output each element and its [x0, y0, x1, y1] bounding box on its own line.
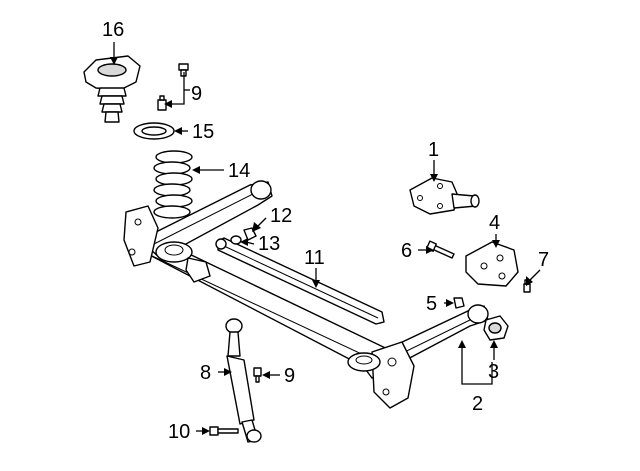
spring-insulator: [133, 122, 175, 140]
callout-1: 1: [428, 139, 439, 161]
flange-nut: [453, 297, 465, 309]
callout-2: 2: [472, 393, 483, 415]
bushing: [483, 315, 509, 341]
coil-spring: [153, 150, 193, 219]
callout-5: 5: [426, 293, 437, 315]
callout-12: 12: [270, 205, 292, 227]
callout-4: 4: [489, 212, 500, 234]
callout-9-upper: 9: [191, 83, 202, 105]
callout-15: 15: [192, 121, 214, 143]
jounce-bumper: [83, 55, 141, 123]
callout-7: 7: [538, 249, 549, 271]
callout-6: 6: [401, 240, 412, 262]
spindle: [409, 177, 480, 215]
callout-11: 11: [304, 247, 325, 269]
hardware-washer-13: [230, 235, 242, 245]
callout-9-lower: 9: [284, 365, 295, 387]
lower-bolt: [253, 367, 262, 383]
leader-lines: [110, 42, 541, 435]
callout-10: 10: [168, 421, 190, 443]
callout-8: 8: [200, 362, 211, 384]
callout-14: 14: [228, 160, 250, 182]
track-bar: [215, 237, 385, 325]
upper-nut: [157, 95, 167, 111]
callout-16: 16: [102, 19, 124, 41]
callout-13: 13: [258, 233, 280, 255]
shock-absorber: [225, 318, 262, 443]
shock-bolt: [209, 426, 239, 436]
mounting-bracket: [465, 241, 519, 287]
callout-3: 3: [488, 361, 499, 383]
